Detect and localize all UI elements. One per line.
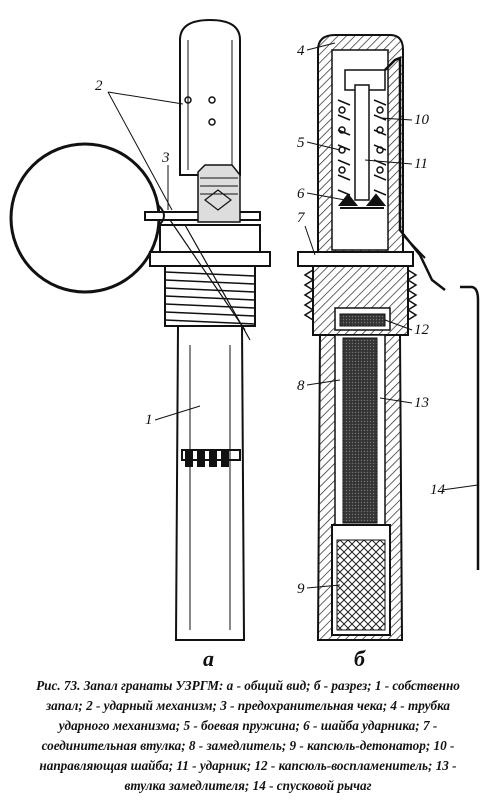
label-5: 5 — [297, 135, 305, 151]
connecting-sleeve — [297, 251, 414, 267]
label-6: 6 — [297, 186, 305, 202]
fuze-diagram: 2 3 1 а — [9, 18, 480, 671]
panel-label-b: б — [354, 646, 366, 671]
section-view — [297, 34, 480, 641]
tube-hole — [208, 118, 216, 126]
label-9: 9 — [297, 581, 305, 597]
release-lever — [384, 56, 480, 570]
safety-ring — [9, 142, 161, 294]
label-2: 2 — [95, 78, 103, 94]
figure-caption: Рис. 73. Запал гранаты УЗРГМ: а - общий … — [36, 678, 460, 793]
label-7: 7 — [297, 210, 306, 226]
label-4: 4 — [297, 43, 305, 59]
label-1: 1 — [145, 412, 153, 428]
label-14: 14 — [430, 482, 446, 498]
fuze-body — [174, 325, 246, 641]
tube-hole — [208, 96, 216, 104]
labels-a: 2 3 1 а — [95, 78, 214, 671]
tube-hole — [184, 96, 192, 104]
delay-element — [342, 337, 378, 524]
label-8: 8 — [297, 378, 305, 394]
panel-label-a: а — [203, 646, 214, 671]
label-12: 12 — [414, 322, 430, 338]
general-view — [9, 18, 271, 641]
striker — [354, 84, 370, 201]
washer — [149, 251, 271, 267]
vent-holes — [181, 449, 241, 467]
label-11: 11 — [414, 156, 428, 172]
label-13: 13 — [414, 395, 429, 411]
label-3: 3 — [161, 150, 170, 166]
label-10: 10 — [414, 112, 430, 128]
mainspring — [337, 99, 387, 196]
labels-b: 4 5 6 7 10 11 12 8 13 14 9 б — [297, 42, 479, 671]
